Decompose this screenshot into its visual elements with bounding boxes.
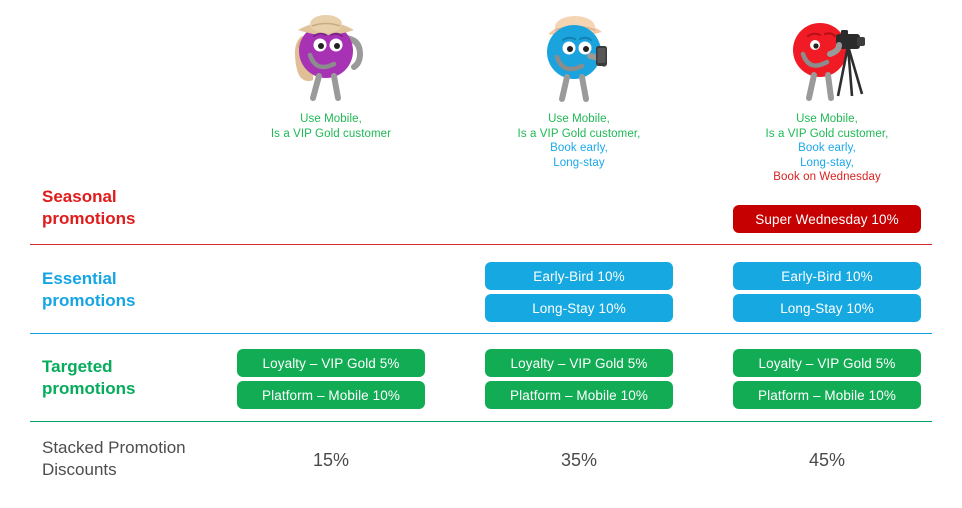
row-label-stacked-line2: Discounts [42, 460, 117, 479]
badge-loyalty-col1[interactable]: Loyalty – VIP Gold 5% [485, 349, 673, 377]
badge-long-stay-col1[interactable]: Long-Stay 10% [485, 294, 673, 322]
blue-traveler-with-phone-avatar [524, 8, 634, 108]
persona-caption-2: Use Mobile, Is a VIP Gold customer, Book… [766, 112, 889, 185]
badge-platform-col2[interactable]: Platform – Mobile 10% [733, 381, 921, 409]
caption-line: Book early, [550, 142, 608, 154]
caption-line: Long-stay [553, 156, 605, 169]
persona-caption-1: Use Mobile, Is a VIP Gold customer, Book… [518, 112, 641, 170]
row-label-essential: Essential promotions [42, 268, 136, 312]
caption-line: Use Mobile, [548, 113, 610, 125]
row-label-targeted-line1: Targeted [42, 357, 113, 376]
caption-line: Book on Wednesday [773, 171, 881, 183]
total-discount-col2: 45% [808, 450, 846, 470]
badge-platform-col1[interactable]: Platform – Mobile 10% [485, 381, 673, 409]
badge-long-stay-col2[interactable]: Long-Stay 10% [733, 294, 921, 322]
divider-seasonal [30, 244, 932, 245]
caption-line: Is a VIP Gold customer, [765, 127, 889, 140]
row-label-targeted: Targeted promotions [42, 356, 136, 400]
divider-targeted [30, 421, 932, 422]
badge-early-bird-col2[interactable]: Early-Bird 10% [733, 262, 921, 290]
caption-line: Long-stay, [800, 156, 854, 169]
badge-loyalty-col0[interactable]: Loyalty – VIP Gold 5% [237, 349, 425, 377]
badge-early-bird-col1[interactable]: Early-Bird 10% [485, 262, 673, 290]
badge-platform-col0[interactable]: Platform – Mobile 10% [237, 381, 425, 409]
persona-column-2: Use Mobile, Is a VIP Gold customer, Book… [704, 8, 950, 185]
row-label-targeted-line2: promotions [42, 379, 136, 398]
purple-traveler-with-hat-avatar [276, 8, 386, 108]
divider-essential [30, 333, 932, 334]
red-traveler-with-camera-avatar [772, 8, 882, 108]
total-discount-col1: 35% [560, 450, 598, 470]
total-discount-col0: 15% [312, 450, 350, 470]
row-label-stacked-line1: Stacked Promotion [42, 438, 186, 457]
row-label-essential-line2: promotions [42, 291, 136, 310]
row-label-essential-line1: Essential [42, 269, 117, 288]
persona-column-1: Use Mobile, Is a VIP Gold customer, Book… [456, 8, 702, 170]
caption-line: Use Mobile, [796, 113, 858, 125]
caption-line: Is a VIP Gold customer [270, 127, 392, 140]
persona-caption-0: Use Mobile, Is a VIP Gold customer [271, 112, 391, 141]
caption-line: Use Mobile, [300, 113, 362, 125]
badge-loyalty-col2[interactable]: Loyalty – VIP Gold 5% [733, 349, 921, 377]
caption-line: Book early, [798, 142, 856, 154]
row-label-seasonal-line2: promotions [42, 209, 136, 228]
row-label-seasonal-line1: Seasonal [42, 187, 117, 206]
persona-column-0: Use Mobile, Is a VIP Gold customer [208, 8, 454, 141]
row-label-stacked-discounts: Stacked Promotion Discounts [42, 437, 186, 481]
badge-super-wednesday[interactable]: Super Wednesday 10% [733, 205, 921, 233]
caption-line: Is a VIP Gold customer, [517, 127, 641, 140]
row-label-seasonal: Seasonal promotions [42, 186, 136, 230]
